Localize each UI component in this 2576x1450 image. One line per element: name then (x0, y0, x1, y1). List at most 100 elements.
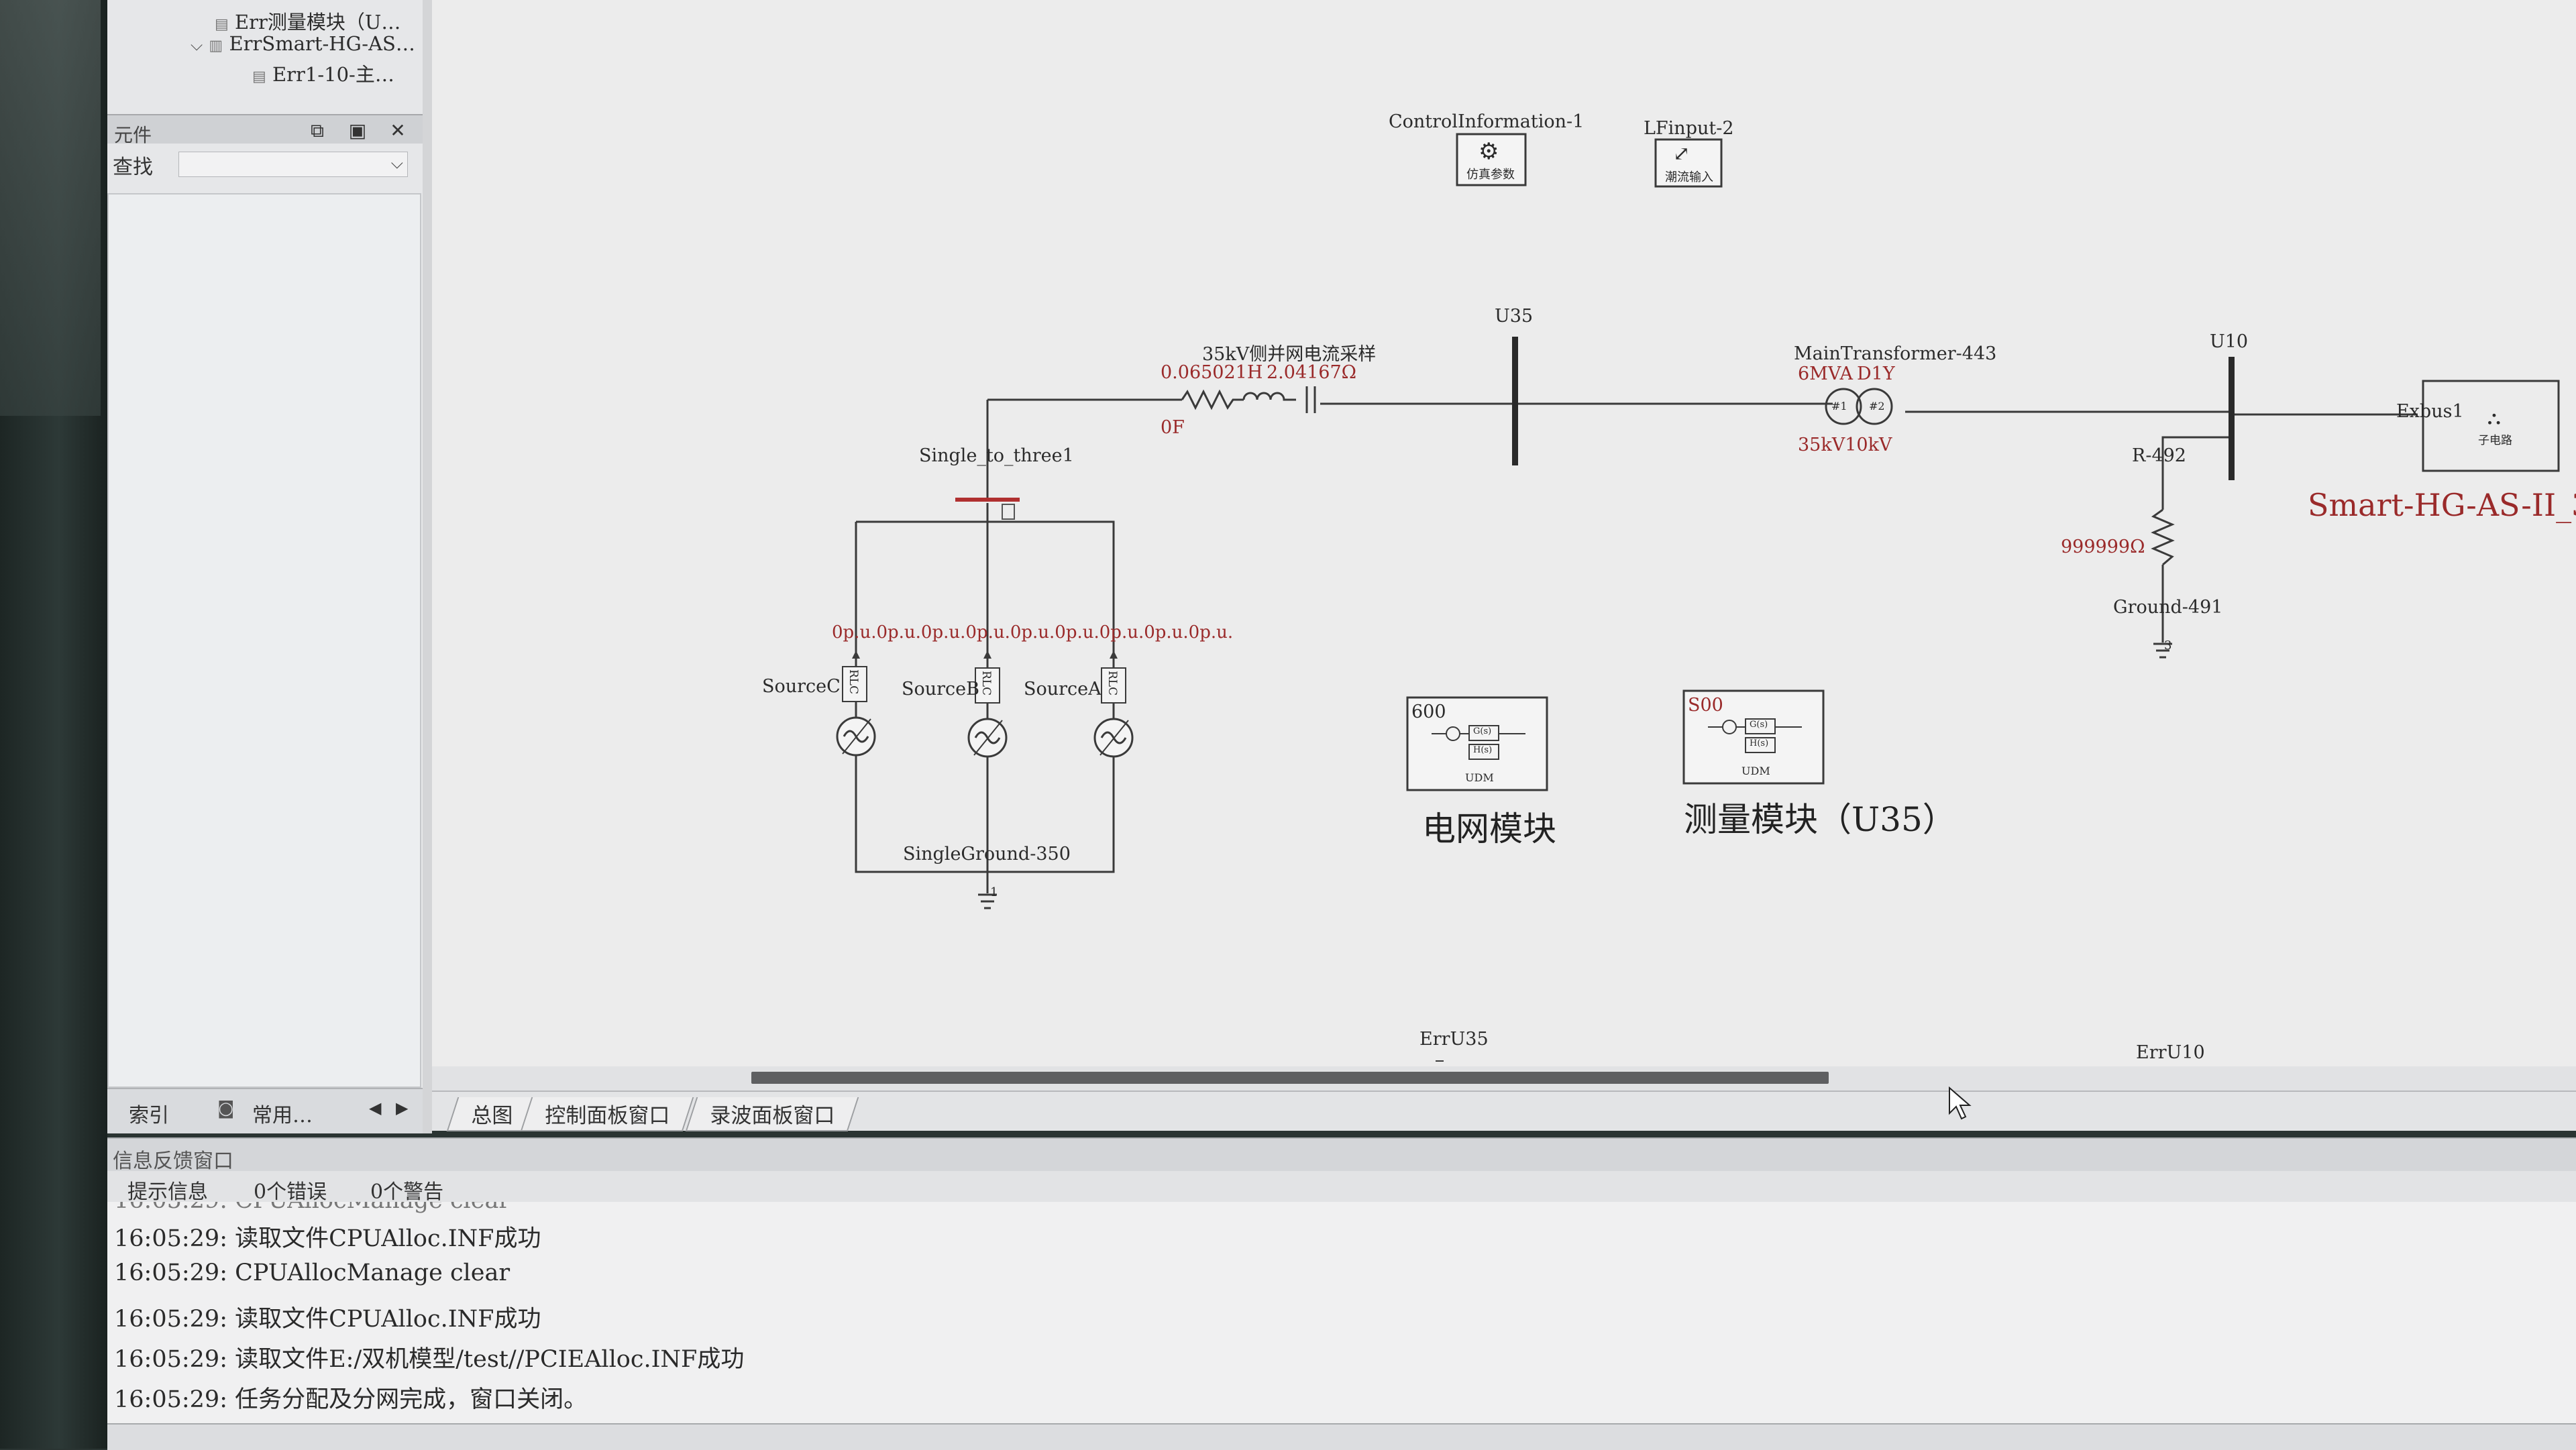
rlc-values: 0p.u.0p.u.0p.u.0p.u.0p.u.0p.u.0p.u.0p.u.… (832, 622, 1234, 643)
tab-hints[interactable]: 提示信息 (127, 1180, 208, 1204)
inductor-symbol (1242, 392, 1296, 401)
arrow-up-b (983, 651, 991, 659)
line-r492 (2161, 436, 2230, 510)
restore-icon[interactable]: ⧉ (311, 119, 324, 142)
ac-source-c (836, 716, 876, 757)
transformer-rating: 6MVA (1798, 364, 1853, 384)
search-input[interactable]: ⌵ (178, 152, 408, 177)
scrollbar-thumb[interactable] (751, 1072, 1829, 1084)
single-to-three-bar (955, 498, 1020, 502)
bus-u10 (2229, 357, 2235, 480)
transformer-connection: D1Y (1857, 364, 1895, 384)
source-a-label: SourceA (1024, 679, 1102, 700)
control-info-name: ControlInformation-1 (1389, 111, 1585, 132)
udm1-g: G(s) (1473, 726, 1492, 736)
log-line: 16:05:29: CPUAllocManage clear (114, 1260, 511, 1286)
r492-label: R-492 (2132, 445, 2186, 466)
bus-u35-label: U35 (1495, 306, 1534, 327)
rlc-box-b (975, 667, 1000, 704)
file-icon: ▤ (215, 16, 229, 33)
transformer-winding-1 (1825, 388, 1862, 425)
file-icon: ▤ (252, 68, 266, 85)
tree-item-smart[interactable]: ⌵ ▥ ErrSmart-HG-AS… (191, 32, 415, 55)
ac-source-a (1093, 718, 1134, 758)
capacitance-value: 0F (1161, 417, 1185, 438)
transformer-voltage: 35kV10kV (1798, 435, 1892, 455)
single-to-three-label: Single_to_three1 (919, 445, 1074, 466)
r492-value: 999999Ω (2061, 537, 2145, 557)
ground-491-symbol (2153, 643, 2172, 659)
tab-common[interactable]: 常用… (252, 1104, 313, 1127)
message-window-header: 信息反馈窗口 (107, 1137, 2576, 1173)
resistor-symbol (1181, 389, 1244, 410)
winding-1-label: #1 (1831, 400, 1847, 412)
source-b-label: SourceB (902, 679, 979, 700)
err-u35-label: ErrU35 (1419, 1029, 1489, 1050)
source-c-label: SourceC (762, 676, 841, 697)
network-icon[interactable]: ⛬ (2487, 406, 2501, 429)
lf-input-box (1654, 138, 1723, 188)
canvas-border (423, 0, 432, 1133)
err-u10-label: ErrU10 (2136, 1042, 2205, 1063)
tab-wave-panel[interactable]: 录波面板窗口 (685, 1097, 859, 1131)
gear-icon[interactable]: ⚙ (1479, 138, 1499, 165)
tab-index[interactable]: 索引 (129, 1104, 169, 1127)
scroll-left-icon[interactable]: ◀ (369, 1099, 382, 1117)
search-label: 查找 (113, 156, 153, 179)
tab-warnings[interactable]: 0个警告 (370, 1180, 444, 1204)
udm1-type: UDM (1465, 771, 1494, 784)
exbus-label: Exbus1 (2396, 401, 2464, 422)
tab-errors[interactable]: 0个错误 (254, 1180, 327, 1204)
udm1-id: 600 (1411, 702, 1446, 722)
inductance-value: 0.065021H (1161, 362, 1263, 383)
close-icon[interactable]: ✕ (390, 119, 406, 142)
log-line: 16:05:29: 读取文件CPUAlloc.INF成功 (114, 1225, 541, 1252)
udm2-label: 测量模块（U35） (1684, 800, 1956, 839)
lf-input-caption: 潮流输入 (1665, 170, 1713, 184)
float-icon[interactable]: ▣ (348, 119, 367, 142)
rlc-b-label: RLC (979, 671, 993, 696)
message-window-title: 信息反馈窗口 (113, 1150, 233, 1173)
bus-u10-label: U10 (2210, 331, 2249, 352)
tree-item-err1[interactable]: ▤ Err1-10-主… (252, 63, 394, 86)
winding-2-label: #2 (1869, 400, 1885, 412)
single-ground-label: SingleGround-350 (903, 844, 1071, 865)
control-info-caption: 仿真参数 (1466, 168, 1515, 182)
rlc-a-label: RLC (1106, 671, 1119, 696)
schematic-canvas[interactable]: ControlInformation-1 ⚙ 仿真参数 LFinput-2 ⤢ … (432, 0, 2576, 1066)
udm1-label: 电网模块 (1422, 810, 1556, 848)
udm2-diagram (1708, 718, 1802, 753)
bezel-reflection (0, 0, 101, 416)
sampling-label: 35kV侧并网电流采样 (1202, 344, 1377, 365)
arrow-up-a (1110, 651, 1118, 659)
chevron-down-icon[interactable]: ⌵ (191, 36, 203, 54)
single-to-three-marker (1002, 504, 1015, 520)
chevron-down-icon[interactable]: ⌵ (390, 154, 403, 172)
udm2-id: S00 (1688, 695, 1723, 716)
single-ground-symbol (978, 893, 997, 909)
log-line: 16:05:29: 读取文件CPUAlloc.INF成功 (114, 1306, 541, 1333)
log-line: 16:05:29: CPUAllocManage clear (114, 1202, 510, 1214)
message-tabs: 提示信息 0个错误 0个警告 (107, 1171, 2576, 1204)
tab-control-panel[interactable]: 控制面板窗口 (520, 1097, 694, 1131)
udm2-h: H(s) (1750, 738, 1769, 748)
smart-subsystem-label: Smart-HG-AS-II_3 (2308, 487, 2576, 523)
resistor-r492-symbol (2151, 508, 2175, 566)
udm1-h: H(s) (1473, 745, 1493, 755)
control-info-box (1456, 133, 1527, 186)
left-panel-tabs: 索引 ◙ 常用… ◀ ▶ (107, 1088, 423, 1133)
tree-item-measure[interactable]: ▤ Err测量模块（U… (215, 11, 401, 34)
component-list[interactable] (107, 193, 421, 1088)
canvas-tabs: 总图 控制面板窗口 录波面板窗口 (432, 1091, 2576, 1131)
message-log[interactable]: 16:05:29: CPUAllocManage clear 16:05:29:… (107, 1202, 2576, 1423)
schematic-wiring (836, 133, 2560, 1062)
ground491-pin: 3 (2164, 638, 2172, 653)
log-line: 16:05:29: 读取文件E:/双机模型/test//PCIEAlloc.IN… (114, 1346, 745, 1373)
folder-icon: ▥ (209, 38, 223, 54)
transformer-winding-2 (1856, 388, 1893, 425)
rlc-c-label: RLC (847, 669, 860, 695)
flow-arrow-icon[interactable]: ⤢ (1673, 142, 1690, 166)
udm2-type: UDM (1741, 765, 1770, 777)
scroll-right-icon[interactable]: ▶ (396, 1099, 409, 1117)
resistance-value: 2.04167Ω (1267, 362, 1357, 383)
